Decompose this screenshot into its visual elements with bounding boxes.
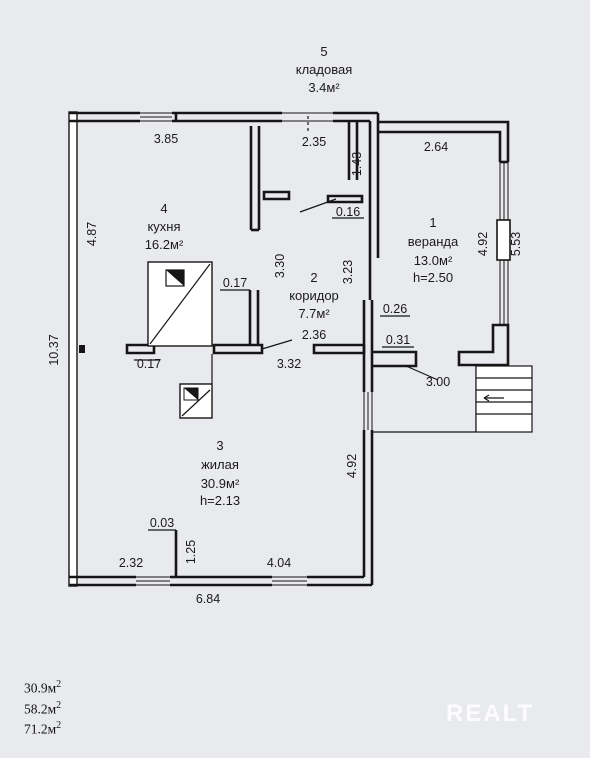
dim-385: 3.85	[154, 132, 178, 146]
realt-watermark-logo: REALT	[446, 700, 535, 727]
stairs	[475, 365, 533, 433]
room2-area: 7.7м²	[298, 306, 330, 321]
dim-553: 5.53	[509, 232, 523, 256]
dim-684: 6.84	[196, 592, 220, 606]
dim-143: 1.43	[350, 152, 364, 176]
dim-026: 0.26	[383, 302, 407, 316]
total-area-3: 71.2м2	[24, 720, 62, 737]
total-area-2: 58.2м2	[24, 699, 62, 717]
dim-017b: 0.17	[137, 357, 161, 371]
room5-area: 3.4м²	[308, 80, 340, 95]
stove-large	[147, 261, 213, 347]
outer-walls	[68, 111, 380, 587]
stove-small	[179, 354, 213, 419]
dim-235: 2.35	[302, 135, 326, 149]
room5-number: 5	[320, 44, 327, 59]
dim-003: 0.03	[150, 516, 174, 530]
dim-264: 2.64	[424, 140, 448, 154]
room3-area: 30.9м²	[201, 476, 240, 491]
dim-330: 3.30	[273, 254, 287, 278]
dim-300: 3.00	[426, 375, 450, 389]
dim-017a: 0.17	[223, 276, 247, 290]
room4-number: 4	[160, 201, 167, 216]
room1-area: 13.0м²	[414, 253, 453, 268]
dim-404: 4.04	[267, 556, 291, 570]
dim-125: 1.25	[184, 540, 198, 564]
dim-492a: 4.92	[476, 232, 490, 256]
total-area-1: 30.9м2	[24, 679, 62, 696]
room2-number: 2	[310, 270, 317, 285]
room1-height: h=2.50	[413, 270, 453, 285]
room3-height: h=2.13	[200, 493, 240, 508]
room1-name: веранда	[408, 234, 459, 249]
room4-name: кухня	[147, 219, 180, 234]
dim-031: 0.31	[386, 333, 410, 347]
area-totals: 30.9м2 58.2м2 71.2м2	[24, 676, 61, 738]
dim-232: 2.32	[119, 556, 143, 570]
room3-name: жилая	[201, 457, 239, 472]
dim-016: 0.16	[336, 205, 360, 219]
dim-492b: 4.92	[345, 454, 359, 478]
dim-332: 3.32	[277, 357, 301, 371]
windows	[136, 112, 333, 586]
room2-name: коридор	[289, 288, 339, 303]
dim-487: 4.87	[85, 222, 99, 246]
dim-leader-300	[405, 365, 439, 381]
dim-236: 2.36	[302, 328, 326, 342]
room3-number: 3	[216, 438, 223, 453]
interior-walls	[79, 121, 366, 577]
dim-1037: 10.37	[47, 334, 61, 365]
room4-area: 16.2м²	[145, 237, 184, 252]
room5-name: кладовая	[296, 62, 353, 77]
dim-323: 3.23	[341, 260, 355, 284]
room1-number: 1	[429, 215, 436, 230]
